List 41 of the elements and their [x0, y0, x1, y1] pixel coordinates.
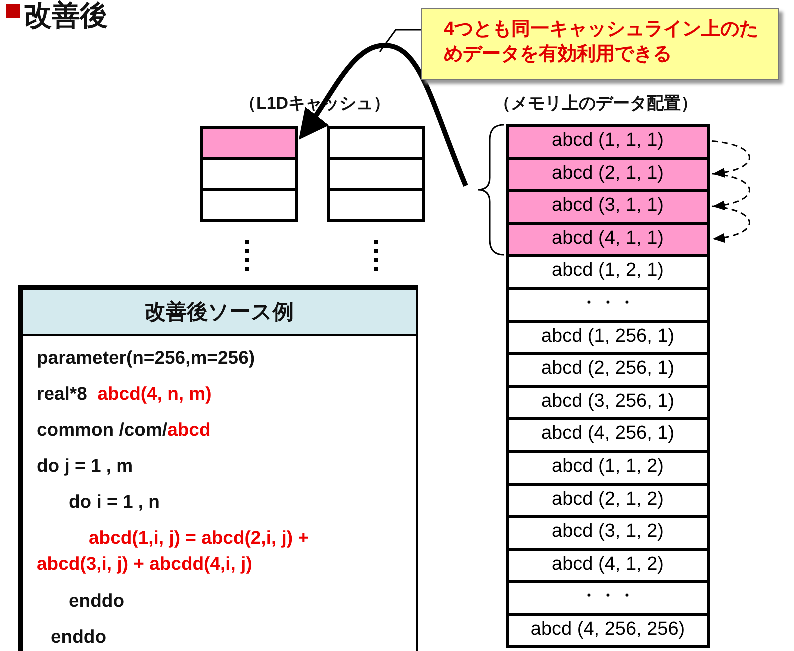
- curved-arrow: [299, 43, 468, 187]
- memory-cell: abcd (4, 1, 2): [506, 548, 710, 582]
- memory-cell: abcd (1, 256, 1): [506, 320, 710, 354]
- code-line: abcd(1,i, j) = abcd(2,i, j) + abcd(3,i, j) + abcdd(4,i, j): [37, 526, 310, 576]
- memory-cell: abcd (2, 1, 2): [506, 482, 710, 518]
- code-line: enddo: [51, 625, 108, 649]
- dashed-arrow: [712, 140, 750, 178]
- code-line: real*8 abcd(4, n, m): [37, 382, 213, 406]
- memory-cell: abcd (4, 256, 1): [506, 417, 710, 452]
- memory-cell: abcd (3, 1, 2): [506, 515, 710, 550]
- cache-line-cell: [200, 157, 298, 191]
- dashed-arrow: [712, 173, 750, 210]
- code-line: enddo: [69, 589, 126, 613]
- code-line: parameter(n=256,m=256): [37, 346, 256, 370]
- callout-box: 4つとも同一キャッシュライン上のためデータを有効利用できる: [421, 8, 779, 80]
- memory-cell: abcd (1, 1, 1): [506, 124, 710, 159]
- panel-heading: 改善後ソース例: [23, 290, 416, 336]
- cache-line-cell: [327, 157, 425, 191]
- memory-cell: abcd (2, 1, 1): [506, 156, 710, 192]
- code-panel: [18, 285, 418, 651]
- dashed-arrow: [712, 206, 750, 243]
- memory-cell: ・・・: [506, 580, 710, 615]
- cache-line-cell: [327, 126, 425, 160]
- cache-line-cell: [200, 188, 298, 222]
- code-line: do j = 1 , m: [37, 454, 134, 478]
- memory-cell: ・・・: [506, 287, 710, 322]
- cache-line-cell: [327, 188, 425, 222]
- memory-cell: abcd (3, 1, 1): [506, 189, 710, 224]
- code-line: common /com/abcd: [37, 418, 212, 442]
- leader-line: [379, 29, 421, 52]
- page-title: 改善後: [24, 0, 108, 32]
- heading-label: （メモリ上のデータ配置）: [493, 93, 699, 115]
- memory-cell: abcd (3, 256, 1): [506, 384, 710, 420]
- memory-cell: abcd (1, 1, 2): [506, 450, 710, 485]
- memory-cell: abcd (4, 1, 1): [506, 222, 710, 256]
- memory-cell: abcd (1, 2, 1): [506, 254, 710, 289]
- memory-cell: abcd (4, 256, 256): [506, 613, 710, 648]
- heading-label: （L1Dキャッシュ）: [238, 93, 392, 115]
- memory-cell: abcd (2, 256, 1): [506, 352, 710, 387]
- cache-line-cell: [200, 126, 298, 160]
- code-line: do i = 1 , n: [69, 490, 161, 514]
